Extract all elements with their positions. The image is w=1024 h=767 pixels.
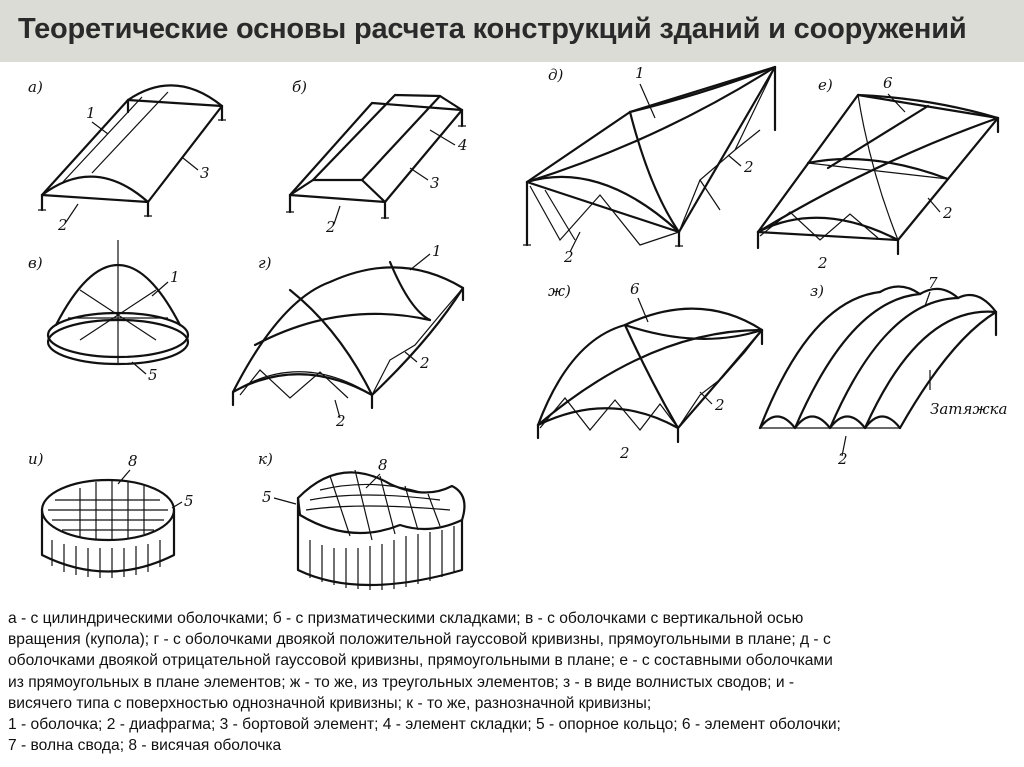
caption-line: 7 - волна свода; 8 - висячая оболочка — [8, 737, 282, 755]
label-2-g1: 2 — [419, 354, 430, 372]
label-2-zh2: 2 — [619, 444, 630, 462]
panel-label-z: з) — [810, 282, 824, 300]
label-3-a: 3 — [200, 164, 210, 182]
caption-line: 1 - оболочка; 2 - диафрагма; 3 - бортово… — [8, 716, 841, 734]
label-1-a: 1 — [86, 104, 96, 122]
label-2-d1: 2 — [743, 158, 754, 176]
label-6-e: 6 — [883, 74, 893, 92]
panel-z-wavy-vaults: з) 7 Затяжка 2 — [758, 274, 1007, 468]
caption-line: висячего типа с поверхностью однозначной… — [8, 694, 652, 712]
figure-caption: а - с цилиндрическими оболочками; б - с … — [8, 608, 1018, 756]
panel-g-positive-curvature-shell: г) 1 2 2 — [231, 242, 465, 430]
label-2-e2: 2 — [817, 254, 828, 272]
caption-line: вращения (купола); г - с оболочками двоя… — [8, 631, 831, 649]
label-1-g: 1 — [432, 242, 442, 260]
caption-line: оболочками двоякой отрицательной гауссов… — [8, 652, 833, 670]
structures-figure: а) 1 3 2 б) 4 3 2 д) — [28, 64, 1007, 590]
label-5-v: 5 — [148, 366, 158, 384]
panel-b-prismatic-folds: б) 4 3 2 — [286, 78, 468, 236]
panel-label-v: в) — [28, 254, 43, 272]
panel-zh-triangular-shell: ж) 6 2 2 — [536, 280, 764, 462]
panel-i-hanging-shell: и) 8 5 — [28, 450, 194, 578]
label-1-d: 1 — [635, 64, 645, 82]
label-2-g2: 2 — [335, 412, 346, 430]
panel-label-d: д) — [548, 66, 564, 84]
panel-label-g: г) — [258, 254, 272, 272]
caption-line: а - с цилиндрическими оболочками; б - с … — [8, 610, 804, 627]
label-4-b: 4 — [457, 136, 468, 154]
caption-line: из прямоугольных в плане элементов; ж - … — [8, 673, 795, 691]
label-5-i: 5 — [184, 492, 194, 510]
label-6-zh: 6 — [630, 280, 640, 298]
panel-label-zh: ж) — [548, 282, 571, 300]
panel-label-k: к) — [258, 450, 273, 468]
label-2-d2: 2 — [563, 248, 574, 266]
slide-title: Теоретические основы расчета конструкций… — [18, 13, 967, 45]
panel-label-a: а) — [28, 78, 43, 96]
label-1-v: 1 — [170, 268, 180, 286]
panel-label-b: б) — [292, 78, 307, 96]
panel-e-composite-shell: е) 6 2 2 — [756, 74, 1000, 272]
label-8-i: 8 — [128, 452, 138, 470]
panel-k-saddle-hanging-shell: к) 8 5 — [258, 450, 466, 590]
label-2-z: 2 — [837, 450, 848, 468]
label-3-b: 3 — [430, 174, 440, 192]
label-5-k: 5 — [262, 488, 272, 506]
panel-label-e: е) — [818, 76, 833, 94]
label-8-k: 8 — [378, 456, 388, 474]
tie-label: Затяжка — [930, 400, 1007, 418]
panel-a-cylindrical-shell: а) 1 3 2 — [28, 78, 226, 234]
title-bar: Теоретические основы расчета конструкций… — [0, 0, 1024, 62]
label-2-zh1: 2 — [714, 396, 725, 414]
panel-label-i: и) — [28, 450, 44, 468]
label-2-e1: 2 — [942, 204, 953, 222]
label-2-b: 2 — [325, 218, 336, 236]
panel-d-negative-curvature-shell: д) 1 2 2 — [523, 64, 777, 266]
label-2-a: 2 — [57, 216, 68, 234]
panel-v-dome: в) 1 5 — [28, 240, 190, 384]
label-7-z: 7 — [928, 274, 938, 292]
